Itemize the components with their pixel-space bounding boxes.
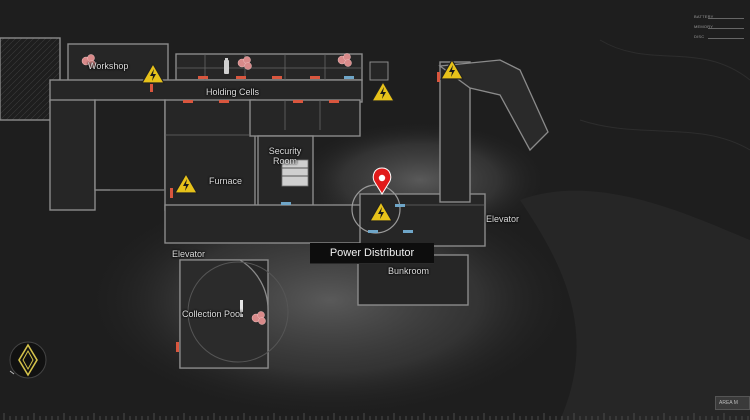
security-console [281, 159, 309, 187]
power-hazard-icon[interactable] [439, 58, 465, 80]
room-label-furnace: Furnace [209, 176, 243, 186]
bottom-ruler [3, 413, 749, 420]
legend-row: BATTERY [694, 14, 744, 23]
door-markers [150, 72, 440, 352]
exclamation-icon[interactable] [240, 300, 243, 317]
corridor [438, 59, 549, 152]
area-map-button[interactable]: AREA M [715, 396, 750, 410]
item-pouch-icon[interactable] [81, 54, 96, 68]
legend-row: MEMORY [694, 24, 744, 33]
item-pouch-icon[interactable] [251, 311, 266, 325]
room-label-collection-pool: Collection Pool [182, 309, 243, 319]
room-label-elevator-right: Elevator [486, 214, 520, 224]
selected-location-tooltip: Power Distributor [310, 243, 434, 264]
room-label-security-room: Security Room [268, 146, 302, 166]
terrain-ridge [520, 190, 750, 420]
power-hazard-icon[interactable] [140, 62, 166, 84]
map-pin-icon[interactable] [372, 167, 392, 195]
collectibles-legend: BATTERY MEMORY DISC [694, 14, 744, 44]
room-label-elevator-left: Elevator [172, 249, 206, 259]
legend-row: DISC [694, 34, 744, 43]
room-label-workshop: Workshop [88, 61, 129, 71]
item-pouch-icon[interactable] [237, 56, 252, 70]
building-walls [0, 37, 486, 369]
compass-icon [9, 341, 47, 379]
power-hazard-icon[interactable] [368, 200, 394, 222]
room-label-holding-cells: Holding Cells [206, 87, 260, 97]
power-hazard-icon[interactable] [173, 172, 199, 194]
item-pouch-icon[interactable] [337, 53, 352, 67]
room-label-bunkroom: Bunkroom [388, 266, 430, 276]
battery-icon[interactable] [224, 58, 229, 74]
power-hazard-icon[interactable] [370, 80, 396, 102]
